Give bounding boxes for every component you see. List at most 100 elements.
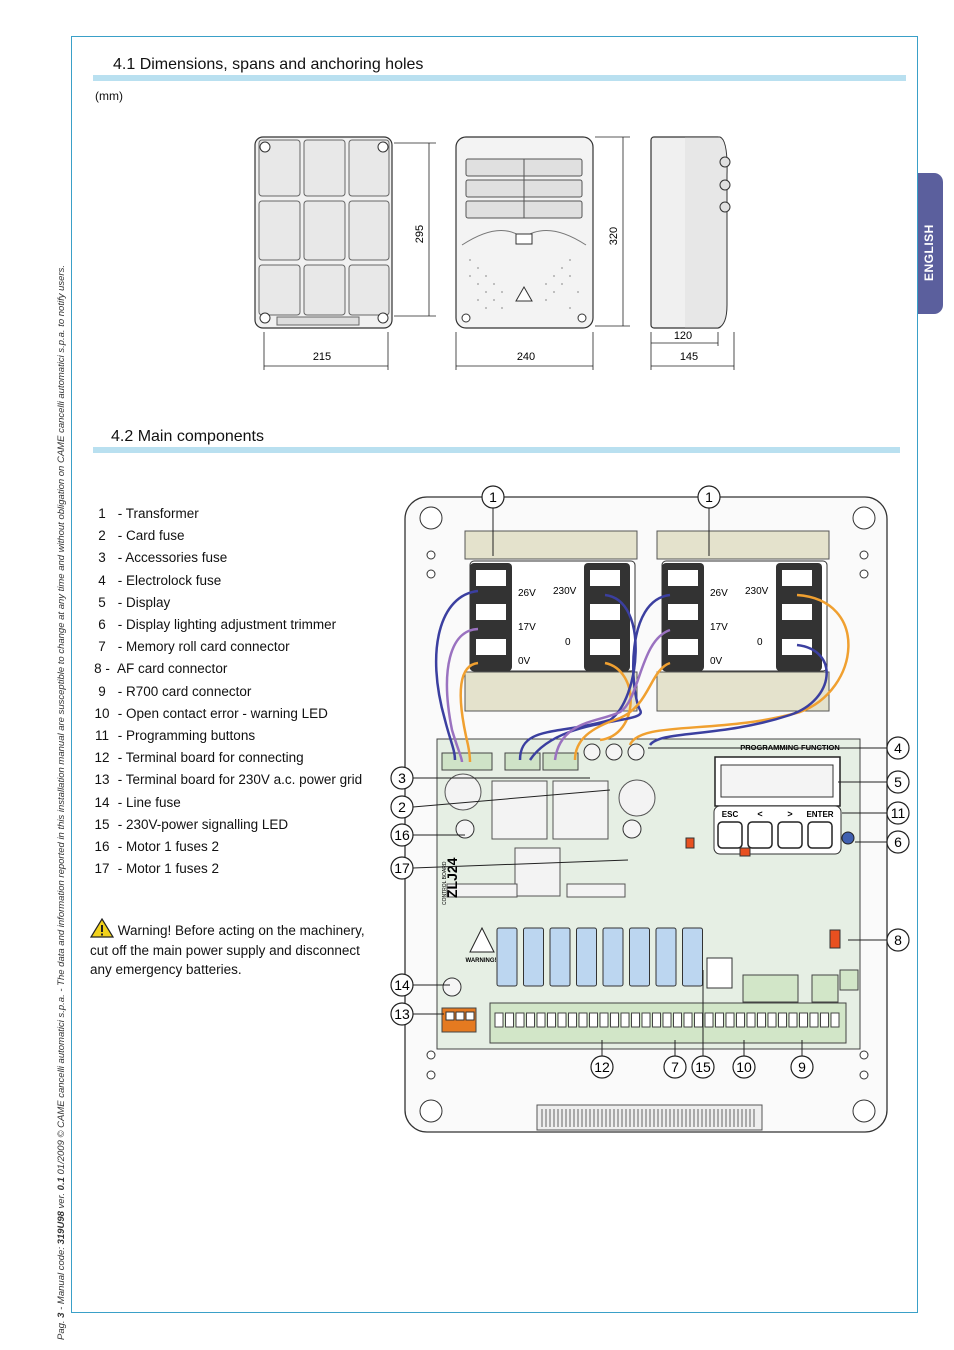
- enclosure-front-view: [455, 136, 594, 329]
- legend-label: - Memory roll card connector: [117, 639, 290, 655]
- dim-depth-base: 120: [674, 330, 692, 342]
- legend-item: 8 - AF card connector: [90, 658, 380, 680]
- legend-number: 15: [94, 816, 110, 832]
- callout-number: 14: [394, 977, 410, 993]
- legend-label: - Terminal board for connecting: [117, 750, 304, 766]
- callout-circle: [886, 801, 910, 825]
- legend-label: - Card fuse: [117, 528, 185, 544]
- callout-circle: [390, 1002, 414, 1026]
- voltage-230v-right: 230V: [745, 586, 769, 597]
- legend-number: 14: [94, 794, 110, 810]
- legend-number: 11: [94, 728, 109, 744]
- voltage-0v-left: 0V: [518, 656, 531, 667]
- enclosure-side-view: [650, 136, 731, 329]
- callout-circle: [481, 485, 505, 509]
- callout-circle: [390, 766, 414, 790]
- enter-button[interactable]: [807, 821, 833, 849]
- callout-circle: [697, 485, 721, 509]
- transformer-right: [656, 530, 830, 712]
- voltage-0v-right: 0V: [710, 656, 723, 667]
- left-button[interactable]: [747, 821, 773, 849]
- legend-label: - Line fuse: [117, 794, 181, 810]
- legend-item: 10 - Open contact error - warning LED: [90, 703, 380, 725]
- legend-number: 9: [98, 683, 106, 699]
- legend-item: 11 - Programming buttons: [90, 725, 380, 747]
- callout-number: 10: [736, 1059, 752, 1075]
- warning-note: Warning! Before acting on the machinery,…: [90, 918, 380, 980]
- callout-number: 1: [489, 489, 497, 505]
- callout-number: 7: [671, 1059, 679, 1075]
- callout-circle: [390, 795, 414, 819]
- svg-text:>: >: [787, 809, 792, 819]
- transformer-left: [464, 530, 638, 712]
- legend-number: 16: [94, 839, 110, 855]
- voltage-0-left: 0: [565, 637, 571, 648]
- language-tab-label: ENGLISH: [922, 224, 936, 281]
- legend-label: - Electrolock fuse: [117, 572, 222, 588]
- callout-circle: [886, 736, 910, 760]
- legend-number: 6: [98, 617, 106, 633]
- callout-circle: [663, 1055, 687, 1079]
- legend-label: - R700 card connector: [117, 683, 252, 699]
- callout-circle: [886, 928, 910, 952]
- voltage-230v-left: 230V: [553, 586, 577, 597]
- warning-text: Warning! Before acting on the machinery,…: [90, 923, 365, 977]
- callout-number: 12: [594, 1059, 610, 1075]
- callout-number: 5: [894, 774, 902, 790]
- legend-item: 6 - Display lighting adjustment trimmer: [90, 614, 380, 636]
- callout-circle: [691, 1055, 715, 1079]
- svg-text:<: <: [757, 809, 762, 819]
- legend-number: 8 -: [94, 661, 110, 677]
- callout-number: 9: [798, 1059, 806, 1075]
- dim-width-front: 240: [517, 351, 535, 363]
- callout-circle: [390, 856, 414, 880]
- callout-number: 13: [394, 1006, 410, 1022]
- callout-number: 15: [695, 1059, 711, 1075]
- right-button[interactable]: [777, 821, 803, 849]
- callout-number: 17: [394, 860, 410, 876]
- callout-circle: [790, 1055, 814, 1079]
- voltage-17v-left: 17V: [518, 622, 536, 633]
- vent-dots: [469, 259, 579, 309]
- legend-item: 17 - Motor 1 fuses 2: [90, 858, 380, 880]
- callout-circle: [732, 1055, 756, 1079]
- legend-item: 1 - Transformer: [90, 503, 380, 525]
- legend-item: 3 - Accessories fuse: [90, 547, 380, 569]
- legend-item: 5 - Display: [90, 592, 380, 614]
- callout-number: 1: [705, 489, 713, 505]
- section-divider: [93, 75, 906, 81]
- dim-height-holes: 295: [414, 225, 426, 243]
- legend-number: 10: [94, 705, 110, 721]
- callout-number: 16: [394, 827, 410, 843]
- language-tab[interactable]: ENGLISH: [918, 173, 943, 314]
- legend-label: - Programming buttons: [117, 728, 256, 744]
- board-subtitle: CONTROL BOARD: [442, 861, 448, 905]
- legend-label: AF card connector: [117, 661, 228, 677]
- unit-label: (mm): [95, 89, 123, 103]
- dim-width-back: 215: [313, 351, 331, 363]
- callout-circle: [886, 830, 910, 854]
- legend-number: 17: [94, 861, 110, 877]
- legend-item: 14 - Line fuse: [90, 792, 380, 814]
- legend-number: 3: [98, 550, 106, 566]
- callout-circle: [390, 823, 414, 847]
- section-title-components: 4.2 Main components: [111, 428, 264, 445]
- callout-circle: [590, 1055, 614, 1079]
- legend-item: 9 - R700 card connector: [90, 681, 380, 703]
- legend-label: - Transformer: [117, 506, 199, 521]
- legend-item: 12 - Terminal board for connecting: [90, 747, 380, 769]
- dim-depth-total: 145: [680, 351, 698, 363]
- section-title-dimensions: 4.1 Dimensions, spans and anchoring hole…: [113, 56, 424, 73]
- legend-number: 13: [94, 772, 110, 788]
- page-frame: [71, 36, 918, 1313]
- legend-label: - Terminal board for 230V a.c. power gri…: [117, 772, 363, 788]
- legend-label: - Open contact error - warning LED: [117, 705, 328, 721]
- legend-label: - Accessories fuse: [117, 550, 228, 566]
- callout-circle: [390, 973, 414, 997]
- legend-label: - 230V-power signalling LED: [117, 816, 289, 832]
- legend-item: 2 - Card fuse: [90, 525, 380, 547]
- esc-button[interactable]: [717, 821, 743, 849]
- legend-number: 2: [98, 528, 106, 544]
- legend-number: 7: [98, 639, 106, 655]
- svg-text:ENTER: ENTER: [806, 810, 833, 819]
